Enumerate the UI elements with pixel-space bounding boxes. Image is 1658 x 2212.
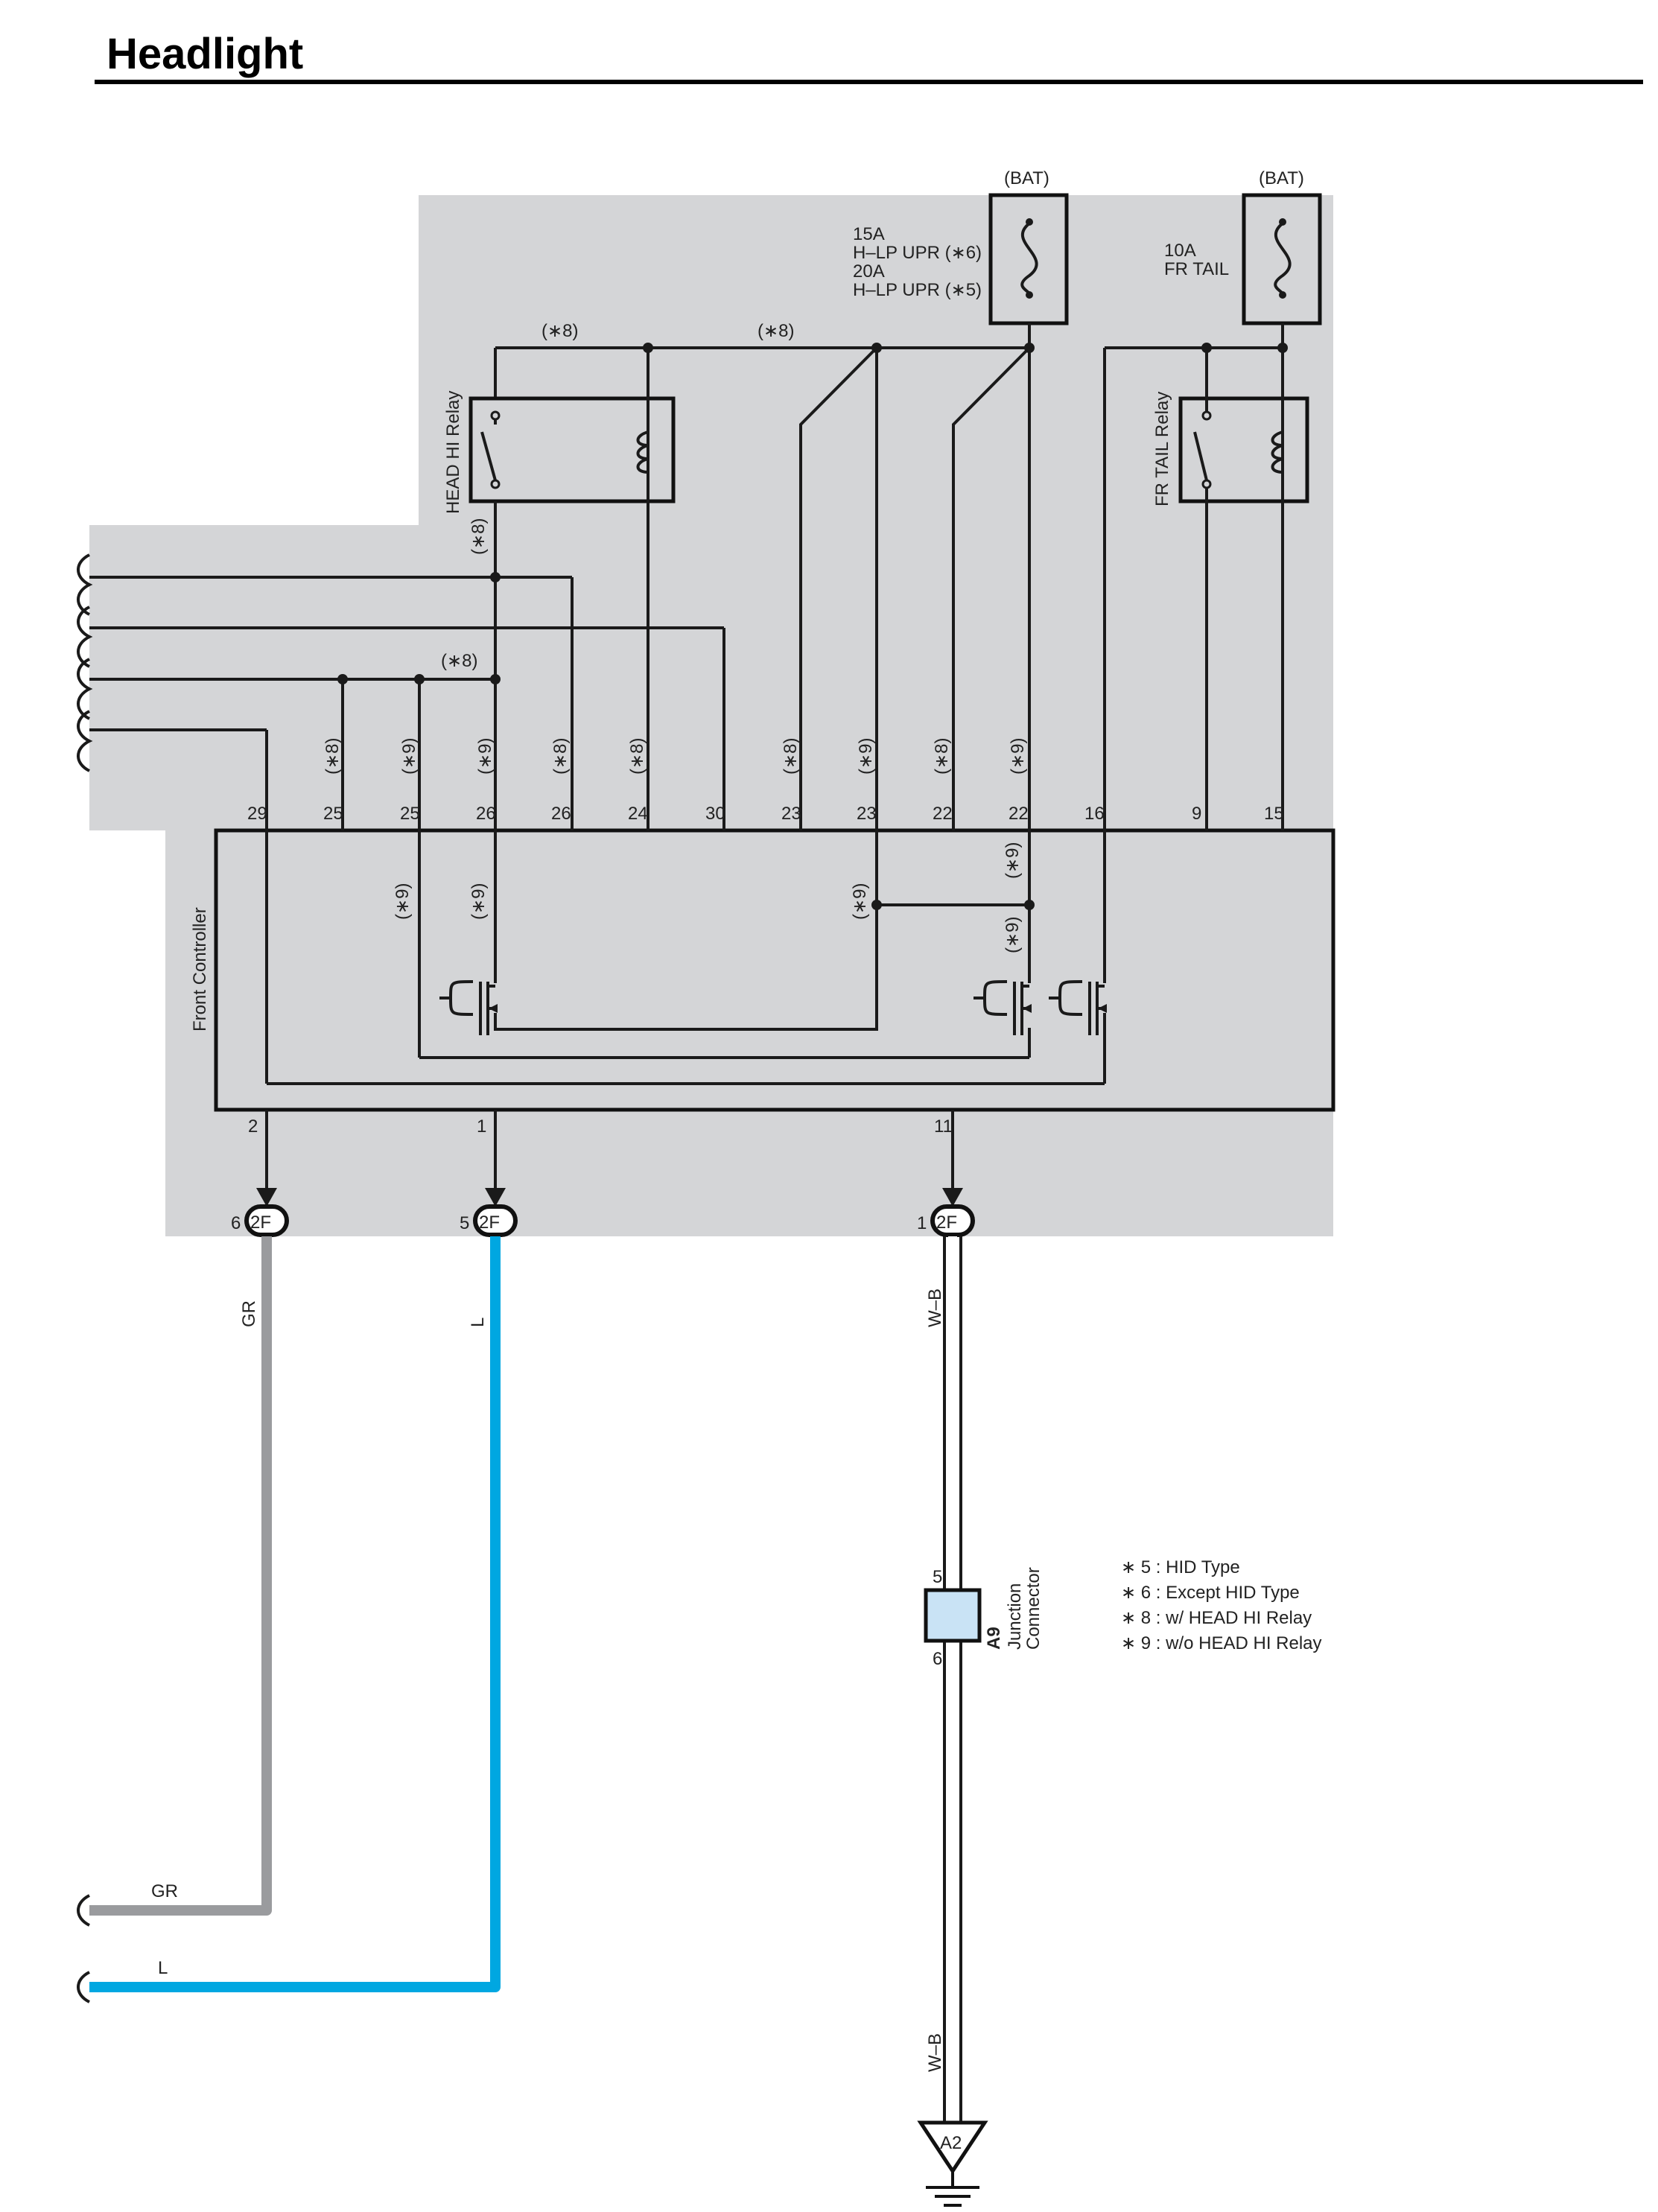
connector-code-2: 2F [936, 1213, 957, 1233]
top-pin-11: 16 [1084, 804, 1105, 824]
fuse-2-line-1: 10A [1164, 241, 1196, 261]
top-pin-7: 23 [781, 804, 801, 824]
ground-symbol: A2 [917, 2120, 988, 2207]
top-pin-8: 23 [857, 804, 877, 824]
blue-wire [89, 1236, 501, 1992]
fuse-2-line-2: FR TAIL [1164, 259, 1229, 279]
note-relay-out: (∗8) [469, 518, 489, 555]
controller-pin-0: 2 [248, 1116, 258, 1137]
connector-arrow-1 [485, 1188, 506, 1207]
connector-arrow-0 [256, 1188, 277, 1207]
note-top-left: (∗8) [541, 321, 578, 341]
legend-item-2: ∗ 6 : Except HID Type [1121, 1583, 1300, 1603]
fuse-1-line-3: 20A [853, 261, 885, 282]
top-pin-group: 29 25 (∗8) 25 (∗9) 26 (∗9) 26 (∗8) 24 (∗8) 30 23 (∗8)… [247, 738, 1284, 824]
wire-color-1: L [468, 1318, 488, 1327]
inside-note-2: (∗9) [469, 883, 489, 920]
head-hi-relay-label: HEAD HI Relay [443, 391, 463, 514]
wire-color-0: GR [239, 1300, 259, 1327]
connector-code-0: 2F [250, 1213, 271, 1233]
inside-note-3: (∗9) [850, 883, 870, 920]
top-pin-9: 22 [933, 804, 953, 824]
top-pin-13: 15 [1264, 804, 1284, 824]
junction-label-1: Junction [1005, 1583, 1025, 1650]
fuse-1-line-4: H–LP UPR (∗5) [853, 280, 982, 300]
top-pin-note-3: (∗9) [475, 738, 495, 775]
fuse-2-source: (BAT) [1259, 168, 1304, 188]
top-pin-12: 9 [1192, 804, 1201, 824]
top-pin-6: 30 [705, 804, 725, 824]
top-pin-note-10: (∗9) [1008, 738, 1028, 775]
top-pin-note-5: (∗8) [627, 738, 647, 775]
inside-note-4: (∗9) [1003, 842, 1023, 879]
controller-shade [89, 195, 1333, 1236]
head-hi-relay: HEAD HI Relay [443, 391, 676, 514]
connector-pin-0: 6 [231, 1213, 241, 1233]
front-controller-label: Front Controller [190, 907, 210, 1032]
fr-tail-relay: FR TAIL Relay [1152, 392, 1309, 506]
left-wire-gr-label: GR [151, 1881, 178, 1901]
connector-2f-2 [930, 1204, 975, 1237]
top-pin-1: 25 [323, 804, 343, 824]
top-pin-3: 26 [476, 804, 496, 824]
connector-code-1: 2F [479, 1213, 500, 1233]
note-mid: (∗8) [441, 651, 477, 671]
front-controller-box [214, 828, 1335, 1112]
top-pin-5: 24 [628, 804, 648, 824]
ground-wire-label: W–B [925, 2033, 945, 2072]
legend: ∗ 5 : HID Type ∗ 6 : Except HID Type ∗ 8… [1121, 1557, 1322, 1653]
legend-item-4: ∗ 9 : w/o HEAD HI Relay [1121, 1633, 1322, 1653]
top-pin-note-7: (∗8) [781, 738, 801, 775]
top-pin-10: 22 [1009, 804, 1029, 824]
transistor-1 [439, 980, 498, 1035]
wire-color-2: W–B [925, 1288, 945, 1327]
controller-pin-1: 1 [477, 1116, 486, 1137]
fuse-1-line-1: 15A [853, 224, 885, 244]
junction-label-2: Connector [1023, 1567, 1044, 1650]
connector-2f-1 [473, 1204, 518, 1237]
connector-arrow-2 [942, 1188, 963, 1207]
wb-wire [943, 1236, 962, 2123]
ground-code: A2 [940, 2133, 962, 2153]
legend-item-3: ∗ 8 : w/ HEAD HI Relay [1121, 1608, 1312, 1628]
left-wire-l-label: L [158, 1958, 168, 1978]
fr-tail-relay-label: FR TAIL Relay [1152, 392, 1172, 506]
gray-wire [89, 1236, 272, 1916]
junction-pin-top: 5 [933, 1567, 942, 1587]
top-pin-note-9: (∗8) [932, 738, 952, 775]
top-pin-2: 25 [400, 804, 420, 824]
top-pin-0: 29 [247, 804, 267, 824]
inside-note-5: (∗9) [1003, 917, 1023, 953]
top-pin-4: 26 [551, 804, 571, 824]
junction-code: A9 [984, 1627, 1004, 1650]
note-top-right: (∗8) [757, 321, 794, 341]
transistor-2 [973, 980, 1032, 1035]
top-pin-note-2: (∗9) [399, 738, 419, 775]
top-pin-note-8: (∗9) [856, 738, 876, 775]
fuse-1-line-2: H–LP UPR (∗6) [853, 243, 982, 263]
inside-note-1: (∗9) [393, 883, 413, 920]
top-pin-note-4: (∗8) [550, 738, 571, 775]
connector-pin-1: 5 [460, 1213, 469, 1233]
junction-connector: 5 6 A9 Junction Connector [924, 1567, 1044, 1669]
connector-2f-0 [244, 1204, 289, 1237]
fuse-1-source: (BAT) [1004, 168, 1049, 188]
controller-pin-2: 11 [934, 1116, 953, 1137]
legend-item-1: ∗ 5 : HID Type [1121, 1557, 1240, 1577]
page-title: Headlight [107, 30, 303, 78]
fuse-head-upr: (BAT) 15A H–LP UPR (∗6) 20A H–LP UPR (∗5… [853, 168, 1069, 325]
top-pin-note-1: (∗8) [323, 738, 343, 775]
transistor-3 [1049, 980, 1107, 1035]
connector-pin-2: 1 [917, 1213, 927, 1233]
junction-pin-bottom: 6 [933, 1649, 942, 1669]
